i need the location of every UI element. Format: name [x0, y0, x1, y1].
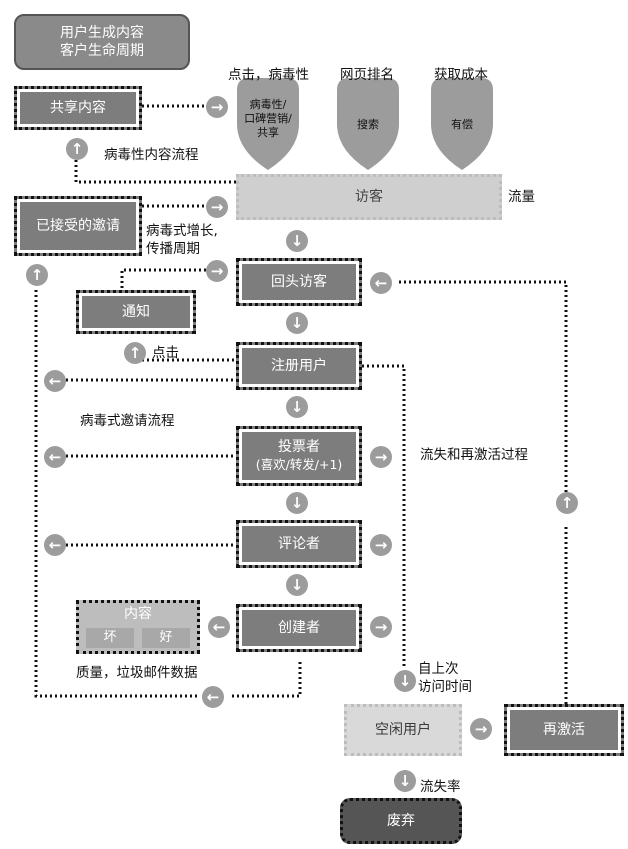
arrow-up-icon: ↑	[26, 264, 48, 286]
title-line-2: 客户生命周期	[60, 43, 144, 59]
voter-subtitle: (喜欢/转发/+1)	[255, 457, 343, 472]
drop-shape-viral	[237, 78, 299, 170]
content-good-tag[interactable]: 好	[142, 628, 190, 648]
reactivate-box[interactable]: 再激活	[504, 704, 624, 756]
arrow-down-icon: ↓	[394, 770, 416, 792]
arrow-right-icon: →	[370, 616, 392, 638]
drop-shape-paid	[431, 78, 493, 170]
arrow-down-icon: ↓	[286, 312, 308, 334]
drop-viral[interactable]: 病毒性/ 口碑营销/ 共享	[240, 98, 296, 140]
line-creator-quality	[232, 662, 302, 698]
arrow-down-icon: ↓	[286, 492, 308, 514]
arrow-left-icon: ←	[44, 446, 66, 468]
discard-box[interactable]: 废弃	[340, 798, 462, 844]
viral-flow-label: 病毒性内容流程	[104, 147, 199, 163]
registered-user-box[interactable]: 注册用户	[236, 342, 362, 390]
arrow-left-icon: ←	[44, 534, 66, 556]
arrow-left-icon: ←	[370, 272, 392, 294]
voter-title: 投票者	[278, 439, 320, 455]
notify-box[interactable]: 通知	[76, 290, 196, 334]
arrow-left-icon: ←	[208, 616, 230, 638]
line-visitor-to-shared	[74, 160, 236, 184]
churn-rate-label: 流失率	[420, 779, 461, 795]
arrow-right-icon: →	[370, 446, 392, 468]
arrow-right-icon: →	[206, 196, 228, 218]
line-accepted-loop	[34, 290, 200, 698]
accepted-invite-box[interactable]: 已接受的邀请	[14, 196, 142, 256]
arrow-right-icon: →	[370, 534, 392, 556]
quality-label: 质量，垃圾邮件数据	[76, 665, 198, 681]
viral-invite-label: 病毒式邀请流程	[80, 413, 175, 429]
drop-viral-line-2: 口碑营销/	[244, 112, 292, 125]
arrow-up-icon: ↑	[66, 138, 88, 160]
idle-user-box[interactable]: 空闲用户	[344, 704, 462, 756]
arrow-up-icon: ↑	[124, 342, 146, 364]
drop-search[interactable]: 搜索	[357, 118, 379, 131]
last-visit-label-2: 访问时间	[418, 679, 472, 695]
drop-caption-viral: 点击，病毒性	[228, 67, 309, 83]
arrow-right-icon: →	[206, 260, 228, 282]
arrow-down-icon: ↓	[286, 230, 308, 252]
click-label: 点击	[152, 345, 179, 361]
shared-content-box[interactable]: 共享内容	[14, 86, 142, 130]
title-plaque: 用户生成内容 客户生命周期	[14, 14, 190, 70]
churn-label: 流失和再激活过程	[420, 447, 528, 463]
visitor-box[interactable]: 访客	[236, 174, 502, 220]
line-notify-to-returning	[120, 268, 206, 288]
returning-visitor-box[interactable]: 回头访客	[236, 258, 362, 306]
drop-caption-paid: 获取成本	[434, 67, 488, 83]
voter-box[interactable]: 投票者 (喜欢/转发/+1)	[236, 426, 362, 486]
arrow-left-icon: ←	[44, 370, 66, 392]
viral-growth-label-1: 病毒式增长,	[146, 223, 218, 239]
arrow-down-icon: ↓	[286, 396, 308, 418]
content-title: 内容	[124, 606, 152, 622]
commenter-box[interactable]: 评论者	[236, 520, 362, 568]
line-registered-to-idle	[362, 364, 406, 668]
line-reactivate-to-returning	[396, 280, 568, 512]
drop-shape-search	[337, 78, 399, 170]
drop-viral-line-3: 共享	[257, 126, 279, 139]
arrow-up-icon: ↑	[556, 492, 578, 514]
arrow-right-icon: →	[470, 718, 492, 740]
last-visit-label-1: 自上次	[418, 661, 459, 677]
title-line-1: 用户生成内容	[60, 25, 144, 41]
arrow-left-icon: ←	[202, 686, 224, 708]
arrow-down-icon: ↓	[286, 574, 308, 596]
drop-paid[interactable]: 有偿	[451, 118, 473, 131]
drop-caption-search: 网页排名	[340, 67, 394, 83]
arrow-right-icon: →	[206, 96, 228, 118]
traffic-label: 流量	[508, 189, 535, 205]
arrow-down-icon: ↓	[394, 670, 416, 692]
viral-growth-label-2: 传播周期	[146, 241, 200, 257]
creator-box[interactable]: 创建者	[236, 604, 362, 652]
content-bad-tag[interactable]: 坏	[86, 628, 134, 648]
drop-viral-line-1: 病毒性/	[249, 98, 287, 111]
